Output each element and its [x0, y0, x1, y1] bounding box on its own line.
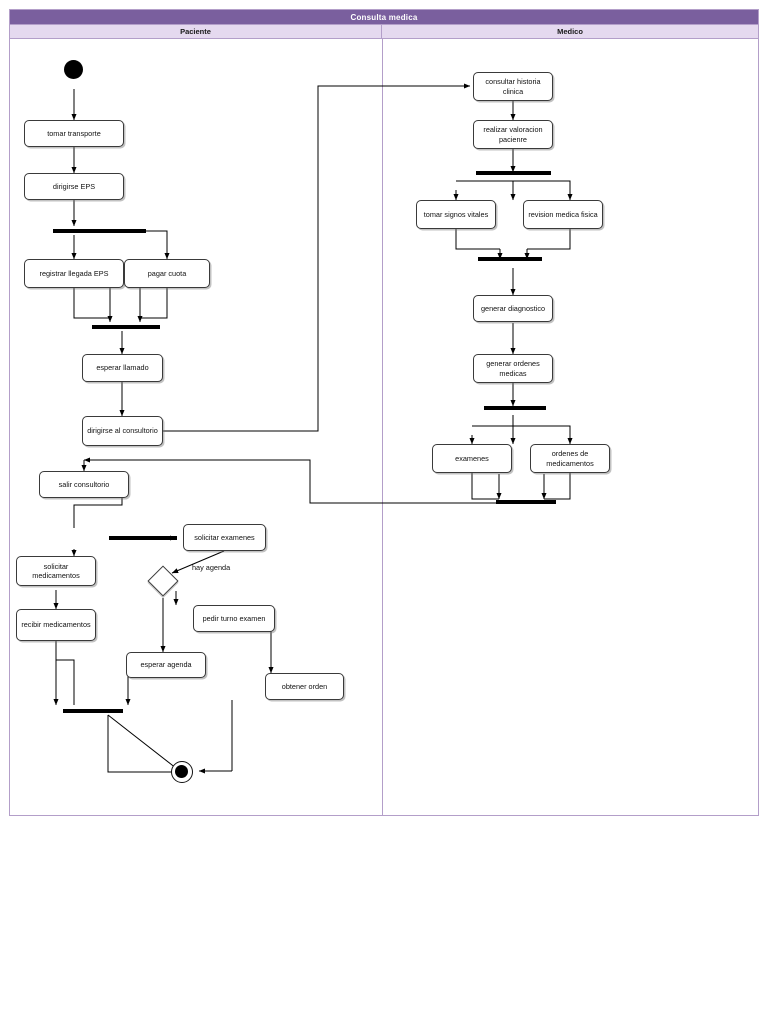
activity-revision-medica-fisica[interactable]: revision medica fisica	[523, 200, 603, 229]
activity-obtener-orden[interactable]: obtener orden	[265, 673, 344, 700]
fork-bar-valoracion	[476, 171, 551, 175]
activity-generar-ordenes-medicas[interactable]: generar ordenes medicas	[473, 354, 553, 383]
lane-header-medico: Medico	[382, 25, 758, 39]
activity-consultar-historia-clinica[interactable]: consultar historia clinica	[473, 72, 553, 101]
activity-dirigirse-al-consultorio[interactable]: dirigirse al consultorio	[82, 416, 163, 446]
start-node	[64, 60, 83, 79]
activity-realizar-valoracion-paciente[interactable]: realizar valoracion pacienre	[473, 120, 553, 149]
activity-esperar-agenda[interactable]: esperar agenda	[126, 652, 206, 678]
activity-pedir-turno-examen[interactable]: pedir turno examen	[193, 605, 275, 632]
lane-header-paciente: Paciente	[10, 25, 382, 39]
end-node	[171, 761, 193, 783]
activity-tomar-signos-vitales[interactable]: tomar signos vitales	[416, 200, 496, 229]
activity-ordenes-de-medicamentos[interactable]: ordenes de medicamentos	[530, 444, 610, 473]
activity-pagar-cuota[interactable]: pagar cuota	[124, 259, 210, 288]
activity-dirigirse-eps[interactable]: dirigirse EPS	[24, 173, 124, 200]
fork-bar-ordenes	[484, 406, 546, 410]
activity-generar-diagnostico[interactable]: generar diagnostico	[473, 295, 553, 322]
activity-recibir-medicamentos[interactable]: recibir medicamentos	[16, 609, 96, 641]
activity-solicitar-examenes[interactable]: solicitar examenes	[183, 524, 266, 551]
activity-examenes[interactable]: examenes	[432, 444, 512, 473]
join-bar-eps	[92, 325, 160, 329]
join-bar-ordenes	[496, 500, 556, 504]
activity-registrar-llegada-eps[interactable]: registrar llegada EPS	[24, 259, 124, 288]
fork-bar-eps	[53, 229, 146, 233]
activity-esperar-llamado[interactable]: esperar llamado	[82, 354, 163, 382]
activity-tomar-transporte[interactable]: tomar transporte	[24, 120, 124, 147]
join-bar-final	[63, 709, 123, 713]
activity-solicitar-medicamentos[interactable]: solicitar medicamentos	[16, 556, 96, 586]
activity-salir-consultorio[interactable]: salir consultorio	[39, 471, 129, 498]
lane-divider	[382, 39, 383, 816]
fork-bar-salida	[109, 536, 177, 540]
edge-label-hay-agenda: hay agenda	[192, 563, 231, 572]
diagram-title: Consulta medica	[10, 10, 758, 25]
join-bar-valoracion	[478, 257, 542, 261]
